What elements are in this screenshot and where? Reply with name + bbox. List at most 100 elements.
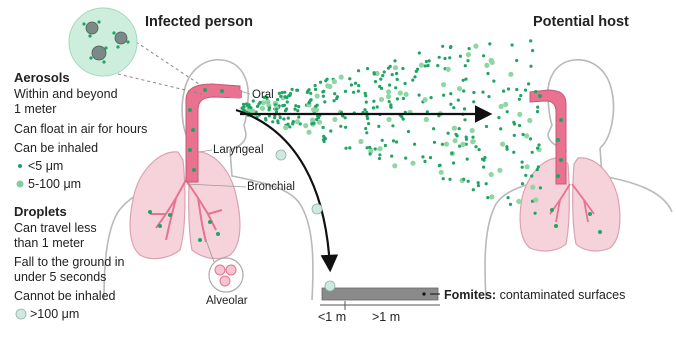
aerosol-particle: [438, 164, 441, 167]
aerosol-particle: [246, 104, 249, 107]
aerosol-particle: [387, 117, 392, 122]
airway-particle: [556, 174, 560, 178]
aerosol-particle: [323, 100, 326, 103]
aerosol-particle: [271, 120, 274, 123]
aerosol-particle: [529, 65, 532, 68]
aerosol-particle: [497, 116, 500, 119]
aerosol-particle: [421, 155, 424, 158]
airway-particle: [556, 138, 560, 142]
aerosol-particle: [314, 88, 317, 91]
aerosol-particle: [537, 165, 540, 168]
aerosol-particle: [529, 137, 532, 140]
aerosol-particle: [308, 100, 311, 103]
aerosol-particle: [332, 79, 337, 84]
aerosol-particle: [391, 73, 394, 76]
aerosol-particle: [350, 83, 353, 86]
aerosol-particle: [242, 103, 245, 106]
aerosol-particle: [509, 203, 512, 206]
airway-particle: [148, 210, 152, 214]
aerosol-particle: [344, 90, 347, 93]
aerosol-particle: [527, 118, 532, 123]
aerosol-particle: [410, 161, 415, 166]
aerosol-particle: [497, 168, 502, 173]
aerosol-particle: [530, 185, 535, 190]
aerosol-particle: [376, 105, 379, 108]
aerosol-particle: [472, 100, 475, 103]
oral-label: Oral: [252, 88, 274, 102]
aerosol-particle: [531, 151, 534, 154]
aerosol-particle: [284, 109, 287, 112]
airway-particle: [168, 213, 172, 217]
aerosol-particle: [396, 97, 399, 100]
infected-person-title: Infected person: [145, 15, 253, 29]
aerosol-particle: [466, 52, 471, 57]
aerosol-particle: [388, 84, 391, 87]
fomites-label: Fomites:: [444, 288, 496, 302]
aerosol-particle: [402, 97, 405, 100]
aerosol-particle: [364, 127, 367, 130]
aerosol-particle: [482, 54, 485, 57]
aerosol-particle: [530, 174, 533, 177]
aerosol-particle: [518, 124, 521, 127]
aerosol-particle: [424, 64, 427, 67]
aerosol-particle: [281, 104, 284, 107]
aerosol-particle: [374, 80, 377, 83]
aerosol-particle: [430, 96, 433, 99]
aerosol-particle: [506, 110, 509, 113]
aerosol-particle: [536, 106, 539, 109]
aerosol-particle: [424, 117, 429, 122]
airway-particle: [220, 89, 224, 93]
aerosol-particle: [404, 92, 409, 97]
droplets-fall-line1: Fall to the ground in: [14, 255, 125, 269]
aerosol-particle: [485, 125, 488, 128]
aerosol-particle: [519, 94, 522, 97]
aerosol-particle: [260, 106, 265, 111]
aerosol-particle: [482, 166, 485, 169]
aerosol-particle: [321, 90, 324, 93]
aerosol-particle: [372, 100, 375, 103]
aerosol-particle: [481, 110, 484, 113]
droplets-heading: Droplets: [14, 205, 67, 219]
legend-medium-dot: [17, 181, 24, 188]
aerosol-particle: [358, 139, 363, 144]
aerosol-particle: [378, 157, 381, 160]
legend-small-dot: [18, 164, 22, 168]
aerosol-particle: [325, 83, 330, 88]
aerosol-particle: [524, 89, 527, 92]
aerosol-particle: [534, 90, 537, 93]
aerosol-particle: [506, 148, 509, 151]
airway-particle: [216, 232, 220, 236]
aerosol-particle: [502, 90, 505, 93]
aerosol-particle: [413, 143, 416, 146]
fomites-surface: [320, 281, 440, 310]
aerosol-particle: [306, 130, 311, 135]
aerosol-particle: [521, 182, 524, 185]
aerosol-particle: [499, 127, 502, 130]
aerosol-particle: [357, 84, 360, 87]
aerosol-particle: [441, 82, 446, 87]
aerosol-particle: [464, 64, 467, 67]
aerosol-particle: [395, 140, 398, 143]
aerosol-particle: [297, 105, 300, 108]
aerosol-particle: [275, 108, 278, 111]
aerosol-particle: [393, 65, 398, 70]
aerosol-particle: [390, 155, 393, 158]
aerosol-particle: [322, 95, 325, 98]
aerosol-particle: [489, 194, 494, 199]
aerosol-particle: [463, 118, 466, 121]
aerosol-particle: [459, 55, 462, 58]
aerosol-particle: [418, 94, 421, 97]
aerosol-particle: [404, 157, 407, 160]
aerosol-particle: [449, 46, 452, 49]
aerosol-particle: [286, 123, 289, 126]
aerosol-particle: [457, 86, 462, 91]
aerosol-particle: [294, 104, 297, 107]
aerosol-particle: [449, 103, 452, 106]
airway-particle: [588, 212, 592, 216]
aerosol-particle: [527, 82, 530, 85]
aerosol-particle: [442, 177, 445, 180]
aerosol-particle: [453, 138, 458, 143]
aerosol-particle: [307, 89, 310, 92]
aerosol-particle: [367, 122, 370, 125]
aerosol-particle: [467, 180, 470, 183]
